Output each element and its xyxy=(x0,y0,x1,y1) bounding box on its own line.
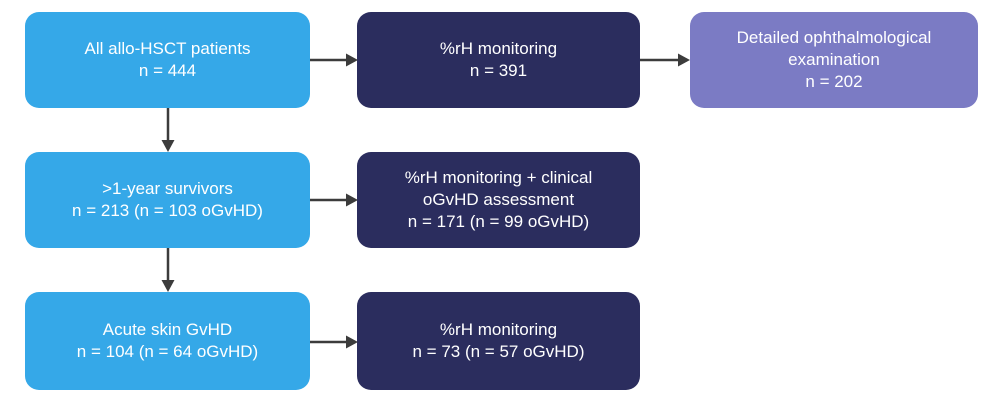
node-line-count: n = 202 xyxy=(805,71,863,91)
node-detailed-ophthalmological-examination: Detailed ophthalmological examination n … xyxy=(690,12,978,108)
node-line-title: %rH monitoring + clinical xyxy=(404,168,593,188)
node-line-count: n = 444 xyxy=(138,61,197,80)
node-acute-skin-gvhd: Acute skin GvHD n = 104 (n = 64 oGvHD) xyxy=(25,292,310,390)
arrow-all-patients-to-rh-monitoring-icon xyxy=(310,52,360,68)
node-line-title: >1-year survivors xyxy=(102,179,233,199)
arrow-rh-monitoring-to-ophthalmological-icon xyxy=(640,52,692,68)
node-line-title-cont: examination xyxy=(788,50,880,70)
node-line-title: Acute skin GvHD xyxy=(102,320,233,340)
node-line-title-cont: oGvHD assessment xyxy=(422,190,575,210)
node-one-year-survivors: >1-year survivors n = 213 (n = 103 oGvHD… xyxy=(25,152,310,248)
node-line-title: All allo-HSCT patients xyxy=(84,39,251,59)
node-rh-monitoring-bottom: %rH monitoring n = 73 (n = 57 oGvHD) xyxy=(357,292,640,390)
node-line-title: %rH monitoring xyxy=(439,320,558,340)
arrow-survivors-to-acute-skin-icon xyxy=(160,248,176,294)
node-rh-monitoring-clinical-ogvhd-assessment: %rH monitoring + clinical oGvHD assessme… xyxy=(357,152,640,248)
node-line-count: n = 391 xyxy=(469,61,528,80)
node-rh-monitoring-top: %rH monitoring n = 391 xyxy=(357,12,640,108)
node-all-allo-hsct-patients: All allo-HSCT patients n = 444 xyxy=(25,12,310,108)
node-line-count: n = 104 (n = 64 oGvHD) xyxy=(76,342,259,361)
arrow-acute-skin-to-rh-monitoring-icon xyxy=(310,334,360,350)
arrow-survivors-to-rh-ogvhd-icon xyxy=(310,192,360,208)
node-line-title: %rH monitoring xyxy=(439,39,558,59)
node-line-title: Detailed ophthalmological xyxy=(736,28,932,48)
node-line-count: n = 213 (n = 103 oGvHD) xyxy=(72,201,263,220)
arrow-all-patients-to-survivors-icon xyxy=(160,108,176,154)
node-line-count: n = 171 (n = 99 oGvHD) xyxy=(407,211,590,231)
node-line-count: n = 73 (n = 57 oGvHD) xyxy=(412,342,585,361)
